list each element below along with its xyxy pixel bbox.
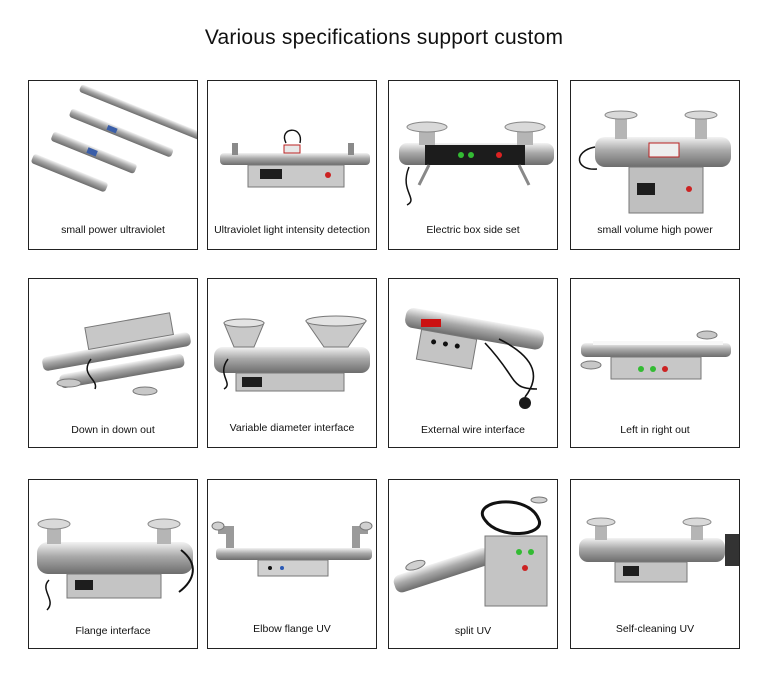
product-label: split UV: [454, 625, 492, 637]
product-card-electric-box[interactable]: Electric box side set: [388, 80, 558, 250]
left-in-right-out-image: [580, 330, 731, 380]
product-label: Elbow flange UV: [253, 623, 331, 635]
down-in-down-out-image: [42, 312, 191, 396]
product-label: Down in down out: [71, 424, 155, 436]
small-power-uv-image: [31, 84, 197, 192]
product-label: Ultraviolet light intensity detection: [214, 224, 370, 236]
product-card-intensity-detection[interactable]: Ultraviolet light intensity detection: [207, 80, 377, 250]
flange-interface-image: [37, 518, 194, 611]
product-label: Self-cleaning UV: [615, 623, 695, 635]
product-card-small-power[interactable]: small power ultraviolet: [28, 80, 198, 250]
product-card-external-wire[interactable]: External wire interface: [388, 278, 558, 448]
elbow-flange-uv-image: [211, 521, 373, 577]
product-card-high-power[interactable]: small volume high power: [570, 80, 740, 250]
product-card-left-right[interactable]: Left in right out: [570, 278, 740, 448]
product-label: External wire interface: [421, 424, 525, 436]
product-card-self-cleaning[interactable]: Self-cleaning UV: [570, 479, 740, 649]
product-label: small power ultraviolet: [61, 224, 165, 236]
product-card-elbow-flange[interactable]: Elbow flange UV: [207, 479, 377, 649]
product-label: Electric box side set: [426, 224, 520, 236]
product-label: Flange interface: [75, 625, 151, 637]
product-card-flange[interactable]: Flange interface: [28, 479, 198, 649]
self-cleaning-uv-image: [579, 517, 739, 583]
product-label: Left in right out: [620, 424, 690, 436]
product-card-variable-diameter[interactable]: Variable diameter interface: [207, 278, 377, 448]
split-uv-image: [393, 496, 548, 607]
electric-box-side-image: [399, 121, 554, 206]
page-title: Various specifications support custom: [204, 26, 564, 49]
product-card-down-in-out[interactable]: Down in down out: [28, 278, 198, 448]
product-label: Variable diameter interface: [229, 422, 355, 434]
product-label: small volume high power: [597, 224, 713, 236]
small-volume-high-power-image: [578, 110, 731, 214]
product-card-split-uv[interactable]: split UV: [388, 479, 558, 649]
variable-diameter-image: [214, 315, 370, 392]
intensity-detection-uv-image: [220, 129, 370, 188]
external-wire-image: [405, 308, 544, 409]
